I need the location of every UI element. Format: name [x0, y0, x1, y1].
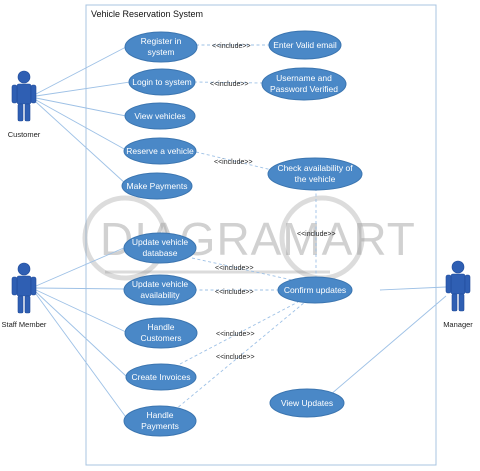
use-case-label: availability [140, 290, 180, 300]
include-label: <<include>> [215, 265, 254, 272]
use-case-register[interactable]: Register in system [124, 31, 198, 63]
use-case-check-availability[interactable]: Check availability of the vehicle [267, 157, 363, 191]
use-case-label: Reserve a vehicle [126, 146, 194, 156]
use-case-make-payments[interactable]: Make Payments [121, 172, 193, 200]
actor-staff-icon [11, 262, 37, 314]
use-case-password-verified[interactable]: Username and Password Verified [261, 67, 347, 101]
use-case-update-vehicle-database[interactable]: Update vehicle database [123, 232, 197, 264]
use-case-label: the vehicle [295, 174, 336, 184]
actor-customer[interactable]: Customer [8, 70, 41, 139]
use-case-label: Payments [141, 421, 179, 431]
use-case-label: database [143, 248, 178, 258]
use-case-label: Update vehicle [132, 237, 189, 247]
use-case-view-vehicles[interactable]: View vehicles [124, 102, 196, 130]
include-label: <<include>> [210, 81, 249, 88]
include-label: <<include>> [216, 354, 255, 361]
actor-manager-icon [445, 260, 471, 312]
manager-associations [329, 286, 447, 396]
use-case-handle-customers[interactable]: Handle Customers [124, 317, 198, 349]
use-case-label: Register in [141, 36, 182, 46]
use-case-label: Username and [276, 73, 332, 83]
actor-staff-member[interactable]: Staff Member [2, 262, 47, 329]
use-case-label: Handle [147, 410, 174, 420]
actor-customer-label: Customer [8, 130, 41, 139]
use-case-update-vehicle-availability[interactable]: Update vehicle availability [123, 274, 197, 306]
use-case-label: View vehicles [134, 111, 185, 121]
use-case-label: Update vehicle [132, 279, 189, 289]
use-case-login[interactable]: Login to system [128, 68, 196, 96]
include-label: <<include>> [216, 331, 255, 338]
use-case-confirm-updates[interactable]: Confirm updates [277, 276, 353, 304]
actor-staff-label: Staff Member [2, 320, 47, 329]
include-label: <<include>> [214, 159, 253, 166]
use-case-enter-valid-email[interactable]: Enter Valid email [268, 30, 342, 60]
customer-associations [35, 46, 131, 185]
include-label: <<include>> [212, 43, 251, 50]
use-case-label: Password Verified [270, 84, 338, 94]
include-label: <<include>> [297, 231, 336, 238]
use-case-label: View Updates [281, 398, 333, 408]
use-case-label: system [148, 47, 175, 57]
system-title: Vehicle Reservation System [91, 9, 203, 19]
include-relationships: <<include>> <<include>> <<include>> <<in… [169, 43, 336, 415]
use-case-label: Create Invoices [131, 372, 190, 382]
use-case-reserve-vehicle[interactable]: Reserve a vehicle [123, 137, 197, 165]
use-case-label: Make Payments [127, 181, 188, 191]
use-case-label: Login to system [132, 77, 192, 87]
use-case-label: Enter Valid email [273, 40, 337, 50]
use-case-handle-payments[interactable]: Handle Payments [123, 405, 197, 437]
actor-manager-label: Manager [443, 320, 473, 329]
include-label: <<include>> [215, 289, 254, 296]
use-case-label: Customers [140, 333, 181, 343]
use-case-create-invoices[interactable]: Create Invoices [125, 363, 197, 391]
actor-manager[interactable]: Manager [443, 260, 473, 329]
use-case-label: Handle [148, 322, 175, 332]
use-case-view-updates[interactable]: View Updates [269, 388, 345, 418]
use-case-label: Confirm updates [284, 285, 346, 295]
staff-associations [35, 246, 129, 421]
use-case-label: Check availability of [277, 163, 353, 173]
actor-customer-icon [11, 70, 37, 122]
